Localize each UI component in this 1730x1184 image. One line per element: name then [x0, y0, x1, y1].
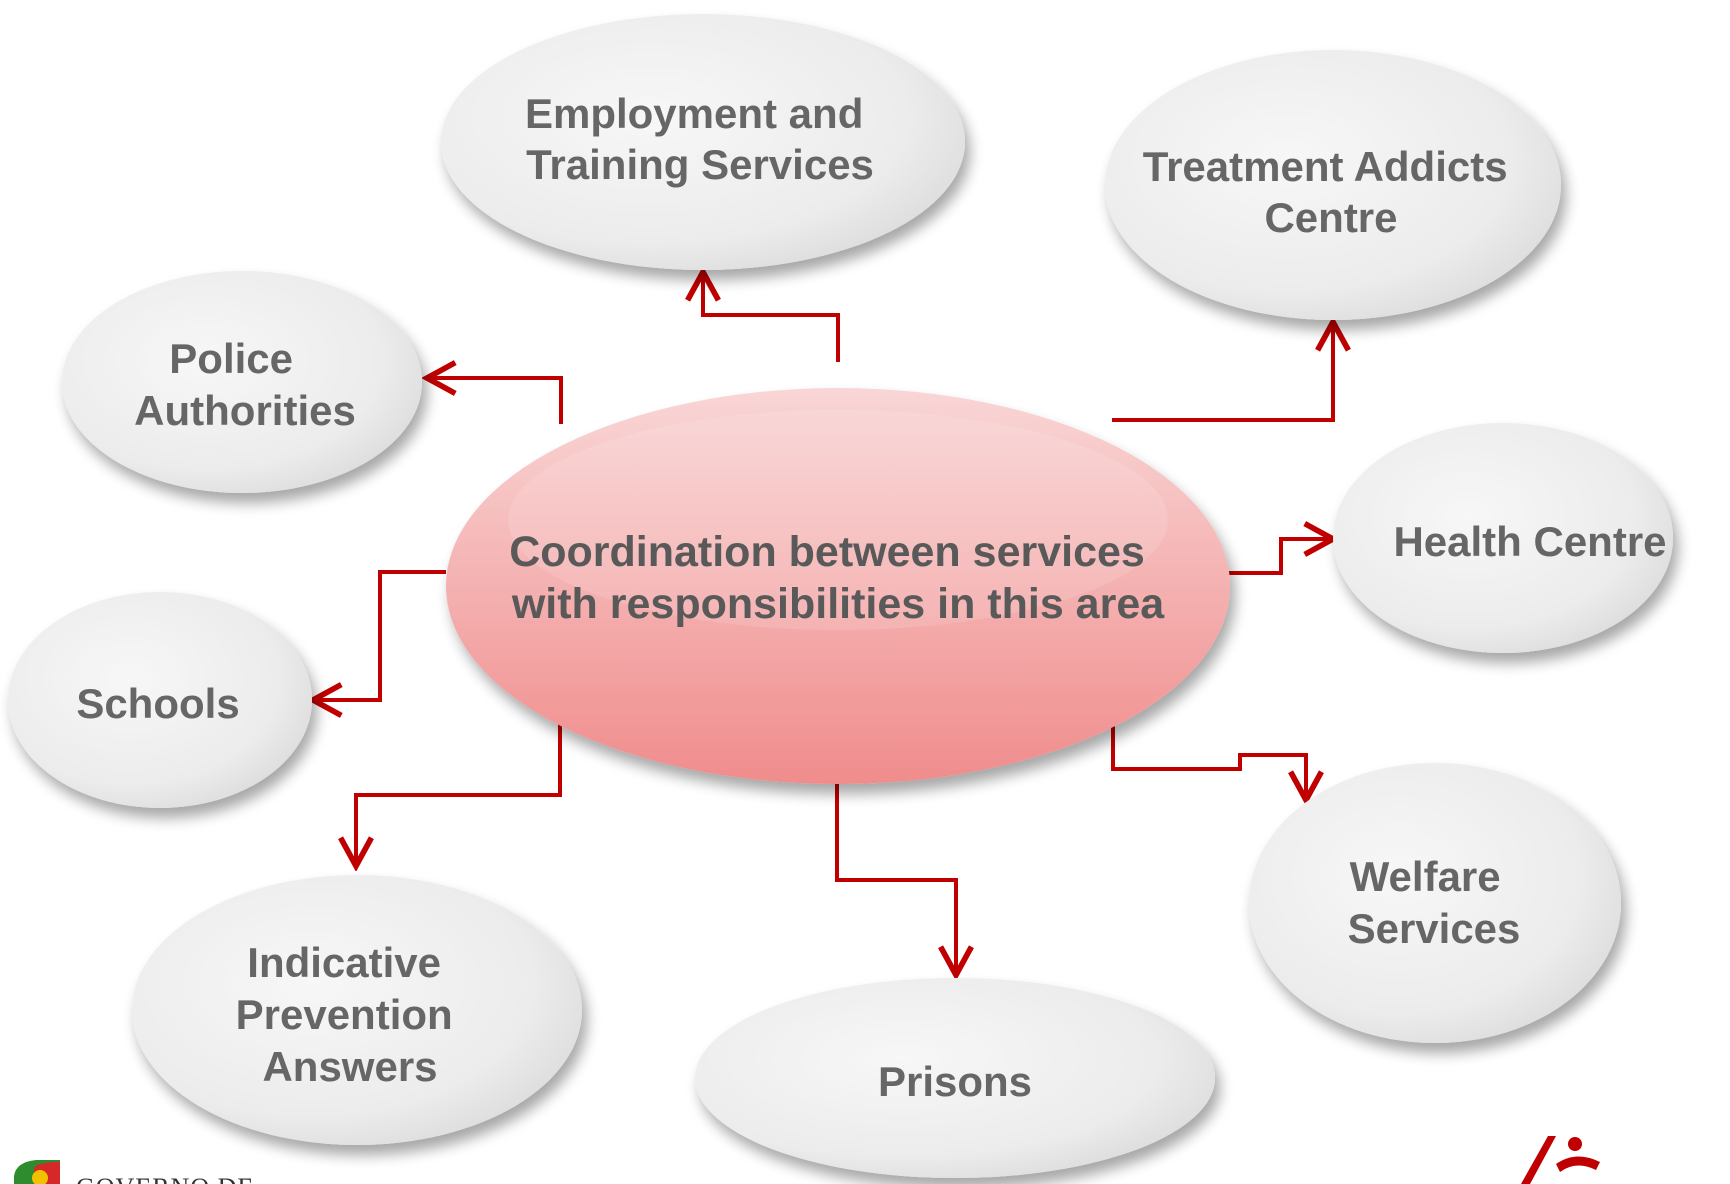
organization-logo-icon — [1521, 1136, 1600, 1184]
node-prisons: Prisons — [695, 978, 1215, 1178]
center-node-label: Coordination between services with respo… — [509, 528, 1165, 628]
arrow-to-police — [427, 378, 563, 424]
node-employment: Employment and Training Services — [441, 14, 965, 270]
node-employment-label: Employment and Training Services — [525, 90, 875, 188]
arrow-to-employment — [703, 272, 840, 362]
node-indicative: Indicative Prevention Answers — [132, 875, 582, 1145]
node-welfare-label: Welfare Services — [1348, 853, 1521, 952]
node-health: Health Centre — [1333, 423, 1673, 653]
arrow-to-treatment — [1112, 322, 1333, 422]
node-treatment: Treatment Addicts Centre — [1105, 50, 1561, 320]
connectors — [313, 272, 1333, 975]
node-treatment-label: Treatment Addicts Centre — [1143, 143, 1520, 241]
node-schools: Schools — [8, 592, 312, 808]
node-prisons-label: Prisons — [878, 1058, 1032, 1105]
arrow-to-welfare — [1111, 720, 1306, 800]
node-health-label: Health Centre — [1393, 518, 1666, 565]
node-police-label: Police Authorities — [134, 335, 356, 434]
node-police: Police Authorities — [62, 271, 422, 493]
arrow-to-indicative — [356, 722, 562, 866]
arrow-to-health — [1228, 539, 1333, 575]
node-welfare: Welfare Services — [1249, 763, 1621, 1043]
node-indicative-label: Indicative Prevention Answers — [236, 939, 465, 1090]
arrow-to-prisons — [835, 780, 956, 975]
center-node: Coordination between services with respo… — [446, 388, 1230, 784]
arrow-to-schools — [313, 570, 446, 700]
government-logo-text: GOVERNO DE — [76, 1173, 254, 1184]
government-logo: GOVERNO DE — [14, 1160, 254, 1184]
node-schools-label: Schools — [76, 680, 239, 727]
